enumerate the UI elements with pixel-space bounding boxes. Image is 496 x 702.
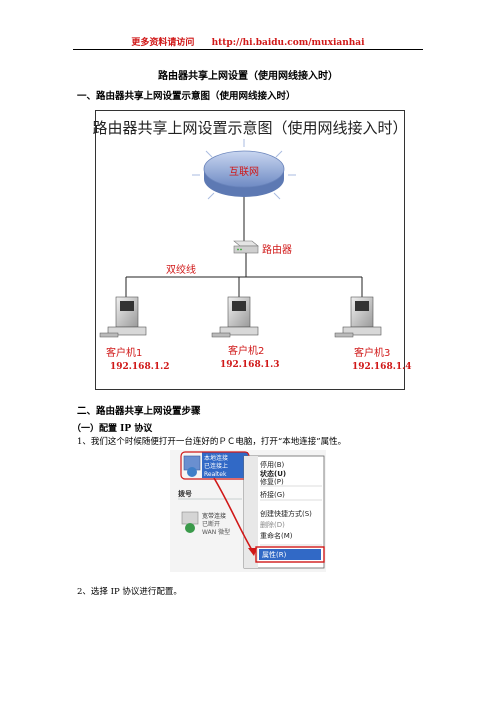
menu-item-delete[interactable]: 删除(D) — [260, 520, 285, 529]
menu-item-properties[interactable]: 属性(R) — [262, 550, 287, 559]
page-header: 更多资料请访问 http://hi.baidu.com/muxianhai — [0, 35, 496, 48]
properties-highlight — [255, 546, 325, 563]
router-label: 路由器 — [262, 243, 292, 256]
menu-item-status[interactable]: 状态(U) — [260, 469, 286, 478]
internet-icon — [192, 139, 296, 200]
context-menu-screenshot: 本地连接 已连接上 Realtek 拨号 宽带连接 已断开 WAN 微型 停用(… — [170, 450, 326, 572]
dialup-section-label: 拨号 — [178, 489, 192, 498]
network-diagram: 路由器共享上网设置示意图（使用网线接入时） 互联网 — [92, 110, 412, 390]
adapter-line-2: 已连接上 — [204, 462, 228, 470]
client-3-name: 客户机3 — [354, 346, 390, 359]
menu-item-bridge[interactable]: 桥接(G) — [260, 490, 285, 499]
broadband-icon — [181, 511, 199, 533]
client-1-pc-icon — [99, 296, 147, 338]
adapter-line-1: 本地连接 — [204, 454, 228, 462]
client-3-pc-icon — [334, 296, 382, 338]
adapter-line-3: Realtek — [204, 471, 227, 478]
menu-item-selected-bg — [259, 549, 321, 560]
menu-item-disable[interactable]: 停用(B) — [260, 460, 285, 469]
client-2-pc-icon — [211, 296, 259, 338]
document-title: 路由器共享上网设置（使用网线接入时） — [158, 71, 338, 82]
router-icon — [233, 240, 259, 254]
broadband-line-2: 已断开 — [202, 520, 220, 528]
cable-label: 双绞线 — [166, 263, 196, 276]
section-1-heading: 一、路由器共享上网设置示意图（使用网线接入时） — [77, 91, 296, 102]
section-2-heading: 二、路由器共享上网设置步骤 — [77, 406, 201, 417]
client-3-ip: 192.168.1.4 — [352, 362, 412, 372]
header-text: 更多资料请访问 — [131, 38, 195, 48]
network-adapter-icon — [183, 455, 201, 477]
header-url[interactable]: http://hi.baidu.com/muxianhai — [211, 38, 365, 48]
broadband-line-3: WAN 微型 — [202, 528, 230, 536]
menu-item-repair[interactable]: 修复(P) — [260, 477, 284, 486]
step-2-text: 2、选择 IP 协议进行配置。 — [77, 587, 182, 597]
context-menu-svg: 本地连接 已连接上 Realtek 拨号 宽带连接 已断开 WAN 微型 停用(… — [170, 450, 326, 572]
step-1-text: 1、我们这个时候随便打开一台连好的ＰＣ电脑，打开“本地连接”属性。 — [77, 437, 347, 447]
menu-item-rename[interactable]: 重命名(M) — [260, 531, 293, 540]
header-divider — [73, 49, 423, 50]
client-1-ip: 192.168.1.2 — [110, 362, 170, 372]
network-diagram-svg: 路由器共享上网设置示意图（使用网线接入时） 互联网 — [92, 119, 411, 372]
cable-lines — [125, 253, 363, 301]
subsection-heading: （一）配置 IP 协议 — [72, 424, 153, 434]
client-2-ip: 192.168.1.3 — [220, 360, 280, 370]
client-1-name: 客户机1 — [106, 346, 142, 359]
diagram-title: 路由器共享上网设置示意图（使用网线接入时） — [92, 119, 407, 137]
broadband-line-1: 宽带连接 — [202, 512, 226, 520]
menu-item-shortcut[interactable]: 创建快捷方式(S) — [260, 509, 312, 518]
client-2-name: 客户机2 — [228, 344, 264, 357]
pointer-arrow-icon — [213, 477, 257, 556]
internet-label: 互联网 — [229, 166, 259, 178]
